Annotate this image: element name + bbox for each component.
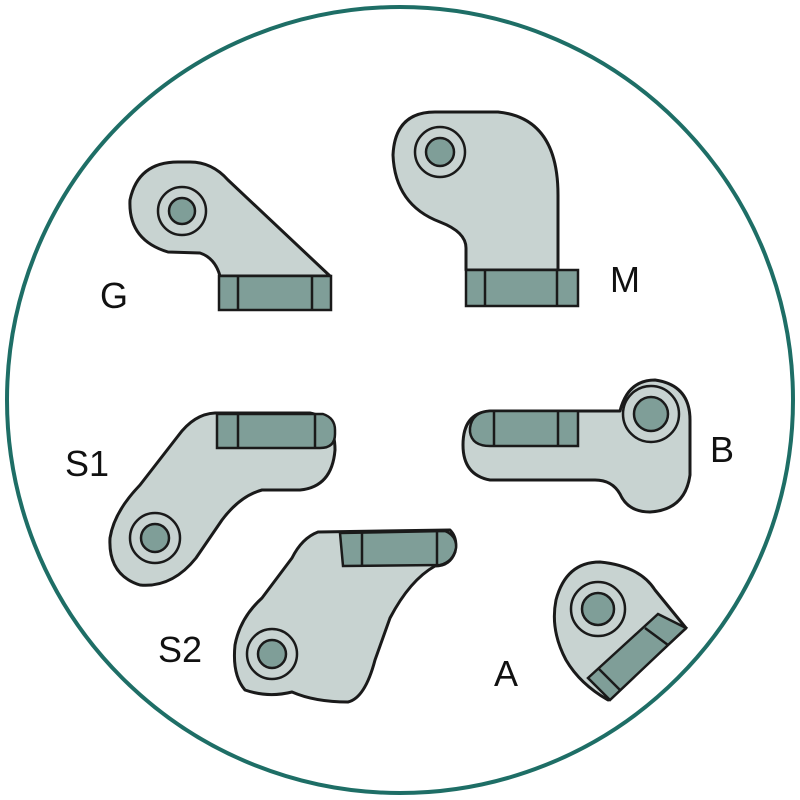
terminal-g-mounting-hole	[167, 196, 197, 226]
terminal-m	[391, 110, 580, 308]
terminal-s1-mounting-hole	[139, 522, 171, 554]
terminal-label-b: B	[710, 429, 735, 470]
terminal-s2	[233, 528, 458, 704]
terminal-m-contact-pad	[464, 268, 580, 308]
terminal-s2-mounting-hole	[256, 638, 288, 670]
terminal-m-mounting-ring	[413, 125, 467, 179]
terminal-a-mounting-hole	[580, 591, 616, 627]
terminal-g-contact-pad	[217, 274, 333, 312]
terminal-s2-contact-pad	[338, 529, 458, 568]
terminal-a-pad-divider-top	[644, 626, 669, 647]
terminal-m-mounting-hole	[424, 136, 456, 168]
terminal-s1-mounting-ring	[128, 511, 182, 565]
terminal-a-pad-divider-bottom	[597, 667, 621, 691]
terminal-label-s1: S1	[65, 443, 110, 484]
terminal-label-s2: S2	[158, 629, 203, 670]
terminal-b-mounting-hole	[632, 395, 670, 433]
terminal-label-g: G	[100, 275, 129, 316]
terminal-b-mounting-ring	[621, 384, 681, 444]
terminal-a-mounting-ring	[569, 580, 627, 638]
terminal-b-contact-pad	[468, 409, 580, 448]
terminal-a-contact-pad	[586, 612, 689, 702]
terminal-g	[128, 160, 333, 312]
terminal-s1-contact-pad	[215, 412, 337, 450]
terminal-g-mounting-ring	[156, 185, 208, 237]
terminal-a	[552, 560, 689, 702]
terminal-label-m: M	[610, 259, 640, 300]
terminal-b	[461, 378, 692, 514]
terminal-label-a: A	[494, 653, 519, 694]
terminal-s2-mounting-ring	[245, 627, 299, 681]
terminal-g-body	[128, 160, 332, 278]
terminal-s1	[108, 411, 337, 587]
